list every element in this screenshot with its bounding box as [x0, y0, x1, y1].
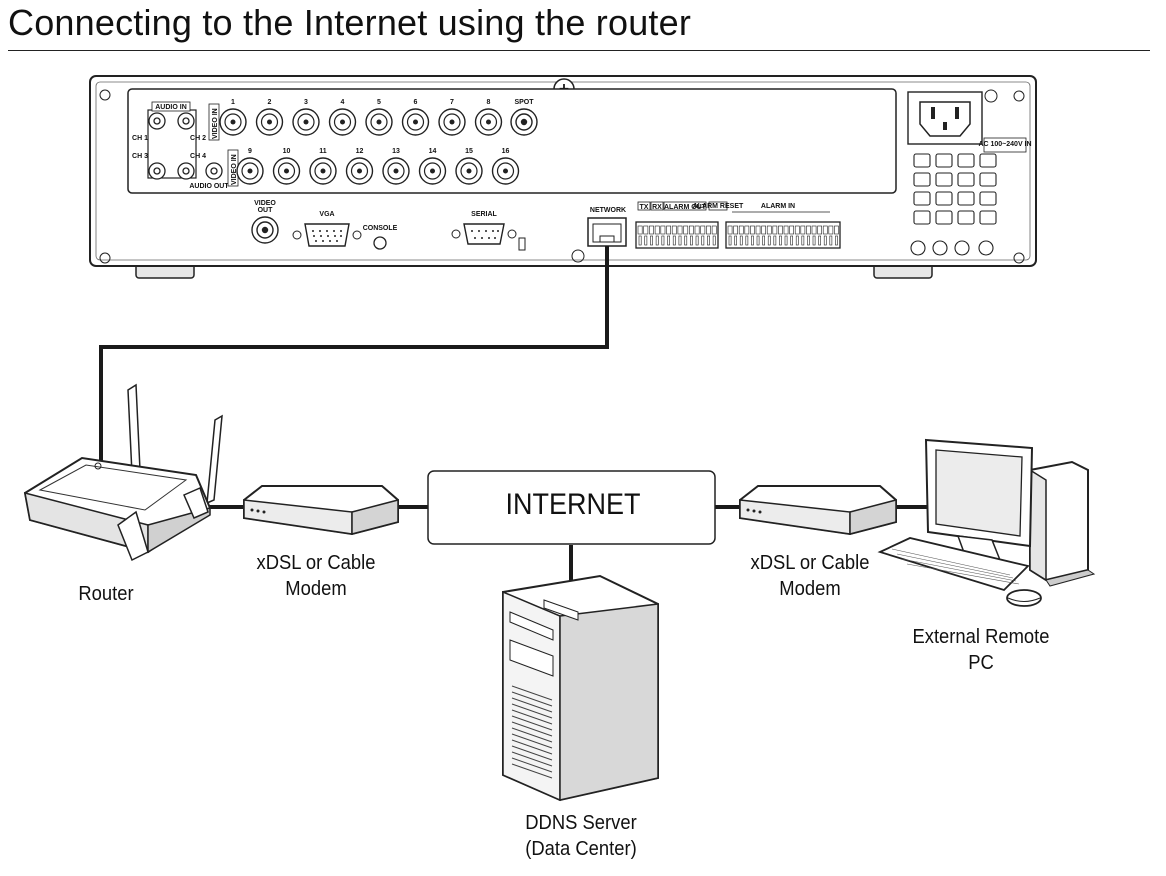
bnc-connector: 8: [474, 99, 503, 136]
bnc-port-number: 12: [356, 148, 364, 155]
alarm-in-label: ALARM IN: [761, 203, 795, 210]
modem-right-label-line1: xDSL or Cable: [750, 552, 870, 574]
bnc-port-number: 3: [304, 99, 308, 106]
internet-label: INTERNET: [505, 488, 641, 521]
ac-in-label: AC 100~240V IN: [978, 141, 1031, 148]
bnc-connector: 15: [455, 148, 483, 185]
dvr-rear-panel: + AUDIO IN CH 1 CH 2 CH 3 CH 4 AUDIO OUT…: [89, 75, 1037, 279]
bnc-connector: 13: [382, 148, 410, 185]
video-in-label-bottom: VIDEO IN: [231, 154, 238, 185]
bnc-port-number: 15: [465, 148, 473, 155]
bnc-connector: 14: [418, 148, 447, 185]
video-out-label: VIDEO: [254, 200, 276, 207]
video-in-label-top: VIDEO IN: [212, 108, 219, 139]
server-label-line1: DDNS Server: [525, 812, 637, 834]
vga-label: VGA: [319, 211, 334, 218]
internet-cloud-box: [427, 470, 716, 545]
bnc-connector: 12: [345, 148, 374, 185]
modem-left-label-line2: Modem: [285, 578, 347, 600]
ch3-label: CH 3: [132, 153, 148, 160]
bnc-connector: 11: [309, 148, 337, 185]
bnc-port-number: 8: [487, 99, 491, 106]
network-label: NETWORK: [590, 207, 626, 214]
title-underline: [8, 50, 1150, 51]
console-port: [373, 236, 387, 250]
serial-connector: [451, 223, 517, 245]
bnc-port-number: 7: [450, 99, 454, 106]
router-label: Router: [78, 583, 134, 605]
bnc-port-number: 4: [341, 99, 345, 106]
video-out-label-2: OUT: [258, 207, 274, 214]
fan-grille: [910, 153, 997, 256]
pc-label-line2: PC: [968, 652, 994, 674]
dvr-to-router-cable: [99, 246, 609, 465]
bnc-port-number: 13: [392, 148, 400, 155]
spot-bnc-connector: [510, 108, 538, 136]
modem-left-device: [243, 485, 399, 536]
pc-label-line1: External Remote: [912, 626, 1050, 648]
ch1-label: CH 1: [132, 135, 148, 142]
console-label: CONSOLE: [363, 225, 398, 232]
svg-text:TX: TX: [640, 204, 649, 211]
video-out-connector: [251, 216, 279, 244]
bnc-port-number: 11: [319, 148, 327, 155]
bnc-row-top: 1 2 3 4 5 6 7 8: [219, 99, 503, 136]
bnc-connector: 3: [292, 99, 320, 136]
bnc-row-bottom: 9 10 11 12 13 14 15 16: [236, 148, 520, 185]
ch2-label: CH 2: [190, 135, 206, 142]
bnc-connector: 9: [236, 148, 264, 185]
bnc-connector: 4: [328, 99, 357, 136]
ddns-server-tower: [502, 574, 659, 802]
bnc-connector: 6: [401, 99, 430, 136]
bnc-port-number: 10: [283, 148, 291, 155]
spot-label: SPOT: [514, 99, 534, 106]
bnc-port-number: 9: [248, 148, 252, 155]
server-label-line2: (Data Center): [525, 838, 637, 860]
remote-pc: [877, 438, 1096, 607]
alarm-reset-label: ALARM RESET: [693, 203, 744, 210]
bnc-port-number: 14: [429, 148, 437, 155]
bnc-connector: 10: [272, 148, 301, 185]
audio-out-label: AUDIO OUT: [189, 183, 229, 190]
audio-in-label: AUDIO IN: [155, 104, 187, 111]
server-label: DDNS Server (Data Center): [503, 810, 659, 862]
bnc-connector: 16: [491, 148, 520, 185]
power-inlet: AC 100~240V IN: [907, 91, 1032, 153]
modem-left-label: xDSL or Cable Modem: [242, 550, 389, 602]
modem-right-label: xDSL or Cable Modem: [736, 550, 883, 602]
serial-label: SERIAL: [471, 211, 497, 218]
modem-left-label-line1: xDSL or Cable: [256, 552, 376, 574]
pc-label: External Remote PC: [903, 624, 1059, 676]
vga-connector: [292, 223, 362, 247]
bnc-port-number: 2: [268, 99, 272, 106]
router-device: [23, 383, 223, 562]
bnc-port-number: 6: [414, 99, 418, 106]
bnc-port-number: 5: [377, 99, 381, 106]
modem-right-label-line2: Modem: [779, 578, 841, 600]
alarm-out-label: ALARM OUT: [664, 204, 707, 211]
alarm-out-terminal: TX RX ALARM OUT ALARM RESET: [635, 201, 744, 249]
bnc-port-number: 16: [502, 148, 510, 155]
bnc-connector: 1: [219, 99, 247, 136]
ch4-label: CH 4: [190, 153, 206, 160]
bnc-connector: 7: [438, 99, 466, 136]
alarm-in-terminal: ALARM IN: [725, 203, 841, 249]
page-title: Connecting to the Internet using the rou…: [8, 2, 692, 43]
network-port: [587, 217, 627, 247]
svg-text:RX: RX: [652, 204, 662, 211]
bnc-port-number: 1: [231, 99, 235, 106]
modem-right-device: [739, 485, 897, 536]
bnc-connector: 5: [365, 99, 393, 136]
bnc-connector: 2: [255, 99, 284, 136]
